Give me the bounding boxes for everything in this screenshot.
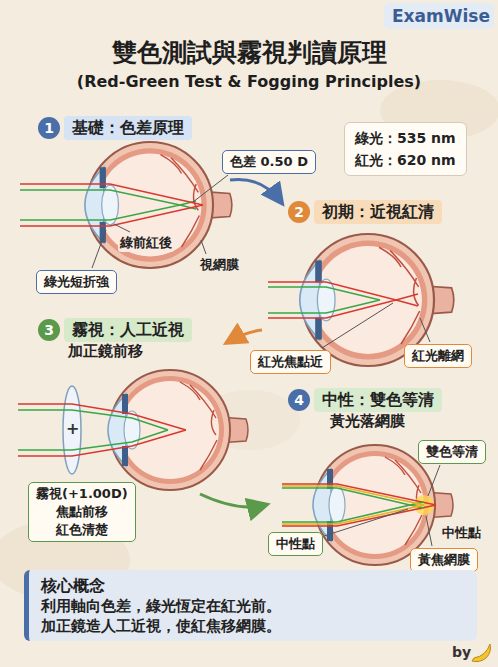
text-label: 黃光落網膜 [330, 412, 405, 431]
callout-text: 黃焦網膜 [418, 551, 470, 569]
callout-text: 紅光焦點近 [258, 353, 323, 371]
text-label: by [452, 644, 471, 660]
callout-box: 中性點 [268, 532, 323, 556]
concept-heading: 核心概念 [41, 575, 465, 596]
section-header: 1基礎：色差原理 [38, 116, 192, 140]
section-title: 基礎：色差原理 [64, 116, 192, 140]
callout-text: 紅色清楚 [36, 521, 128, 539]
concept-text: 加正鏡造人工近視，使紅焦移網膜。 [41, 616, 465, 636]
callout-text: 雙色等清 [426, 443, 478, 461]
callout-box: 紅光焦點近 [250, 350, 331, 374]
section-header: 3霧視：人工近視 [38, 318, 192, 342]
title-text: 雙色測試與霧視判讀原理 [112, 38, 387, 67]
callout-box: 雙色等清 [418, 440, 486, 464]
callout-box: 霧視(+1.00D)焦點前移紅色清楚 [28, 482, 136, 542]
concept-panel: 核心概念利用軸向色差，綠光恆定在紅光前。加正鏡造人工近視，使紅焦移網膜。 [24, 570, 477, 641]
subtitle: (Red-Green Test & Fogging Principles) [0, 72, 498, 91]
wavelength-text: 紅光：620 nm [355, 149, 456, 171]
callout-number: 4 [288, 389, 310, 411]
callout-number: 3 [38, 319, 60, 341]
callout-box: 色差 0.50 D [222, 150, 316, 174]
text-label: 綠前紅後 [118, 234, 174, 252]
callout-text: 色差 0.50 D [230, 153, 308, 171]
text-label: + [66, 419, 79, 438]
callout-number: 2 [288, 201, 310, 223]
section-title: 初期：近視紅清 [314, 200, 442, 224]
callout-number: 1 [38, 117, 60, 139]
section-header: 2初期：近視紅清 [288, 200, 442, 224]
section-title: 霧視：人工近視 [64, 318, 192, 342]
concept-text: 利用軸向色差，綠光恆定在紅光前。 [41, 596, 465, 616]
callout-text: 紅光離網 [412, 347, 464, 365]
callout-box: 黃焦網膜 [410, 548, 478, 572]
wavelength-text: 綠光：535 nm [355, 127, 456, 149]
text-label: 加正鏡前移 [68, 342, 143, 361]
section-title: 中性：雙色等清 [314, 388, 442, 412]
callout-box: 綠光短折強 [36, 270, 117, 294]
text-label: 中性點 [440, 524, 483, 542]
text-label: 視網膜 [200, 256, 239, 274]
callout-text: 霧視(+1.00D) [36, 485, 128, 503]
section-header: 4中性：雙色等清 [288, 388, 442, 412]
brand-label: ExamWise [392, 6, 490, 26]
title: 雙色測試與霧視判讀原理 [0, 36, 498, 69]
wavelength-box: 綠光：535 nm紅光：620 nm [344, 122, 467, 176]
callout-text: 綠光短折強 [44, 273, 109, 291]
callout-box: 紅光離網 [404, 344, 472, 368]
callout-text: 中性點 [276, 535, 315, 553]
callout-text: 焦點前移 [36, 503, 128, 521]
